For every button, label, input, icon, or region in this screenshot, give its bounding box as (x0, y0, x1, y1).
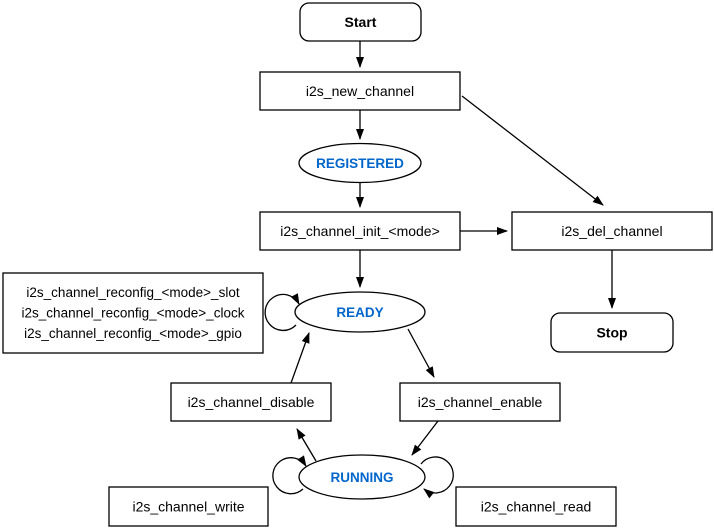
ready-label: READY (336, 305, 383, 320)
reconfig-line-gpio: i2s_channel_reconfig_<mode>_gpio (24, 326, 242, 341)
init-shape (259, 211, 461, 251)
del-channel-label: i2s_del_channel (561, 223, 662, 239)
state-running: RUNNING (298, 454, 426, 500)
node-enable: i2s_channel_enable (399, 382, 561, 422)
stop-terminal-shape (550, 312, 674, 353)
edge-enable-to-running (411, 420, 439, 456)
start-label: Start (345, 14, 377, 30)
enable-shape (399, 382, 561, 422)
new-channel-shape (259, 71, 461, 111)
reconfig-line-slot: i2s_channel_reconfig_<mode>_slot (26, 285, 239, 300)
edge-running-to-disable (296, 428, 317, 462)
edge-ready-to-enable (407, 328, 435, 378)
read-shape (455, 486, 617, 527)
running-label: RUNNING (331, 470, 394, 485)
running-ellipse (298, 454, 426, 500)
node-disable: i2s_channel_disable (170, 382, 332, 422)
node-read: i2s_channel_read (455, 486, 617, 527)
node-reconfig: i2s_channel_reconfig_<mode>_slot i2s_cha… (2, 272, 264, 354)
ready-self-loop-arrow (264, 293, 300, 332)
disable-shape (170, 382, 332, 422)
node-new-channel: i2s_new_channel (259, 71, 461, 111)
write-label: i2s_channel_write (132, 499, 244, 515)
enable-label: i2s_channel_enable (418, 394, 543, 410)
del-channel-shape (511, 211, 713, 251)
node-del-channel: i2s_del_channel (511, 211, 713, 251)
registered-label: REGISTERED (316, 156, 404, 171)
registered-ellipse (298, 142, 422, 184)
write-shape (108, 486, 269, 527)
new-channel-label: i2s_new_channel (306, 83, 414, 99)
reconfig-line-clock: i2s_channel_reconfig_<mode>_clock (22, 306, 245, 321)
running-right-self-loop-arrow (420, 456, 454, 499)
reconfig-shape (2, 272, 264, 354)
start-terminal-shape (299, 2, 422, 42)
init-label: i2s_channel_init_<mode> (280, 223, 440, 239)
edge-new-channel-to-del-channel (461, 95, 604, 206)
state-ready: READY (294, 291, 426, 333)
node-write: i2s_channel_write (108, 486, 269, 527)
disable-label: i2s_channel_disable (188, 394, 315, 410)
node-stop: Stop (550, 312, 674, 353)
stop-label: Stop (596, 325, 627, 341)
state-registered: REGISTERED (298, 142, 422, 184)
running-left-self-loop-arrow (272, 455, 307, 495)
node-init: i2s_channel_init_<mode> (259, 211, 461, 251)
read-label: i2s_channel_read (481, 499, 592, 515)
ready-ellipse (294, 291, 426, 333)
edge-disable-to-ready (290, 332, 310, 384)
node-start: Start (299, 2, 422, 42)
